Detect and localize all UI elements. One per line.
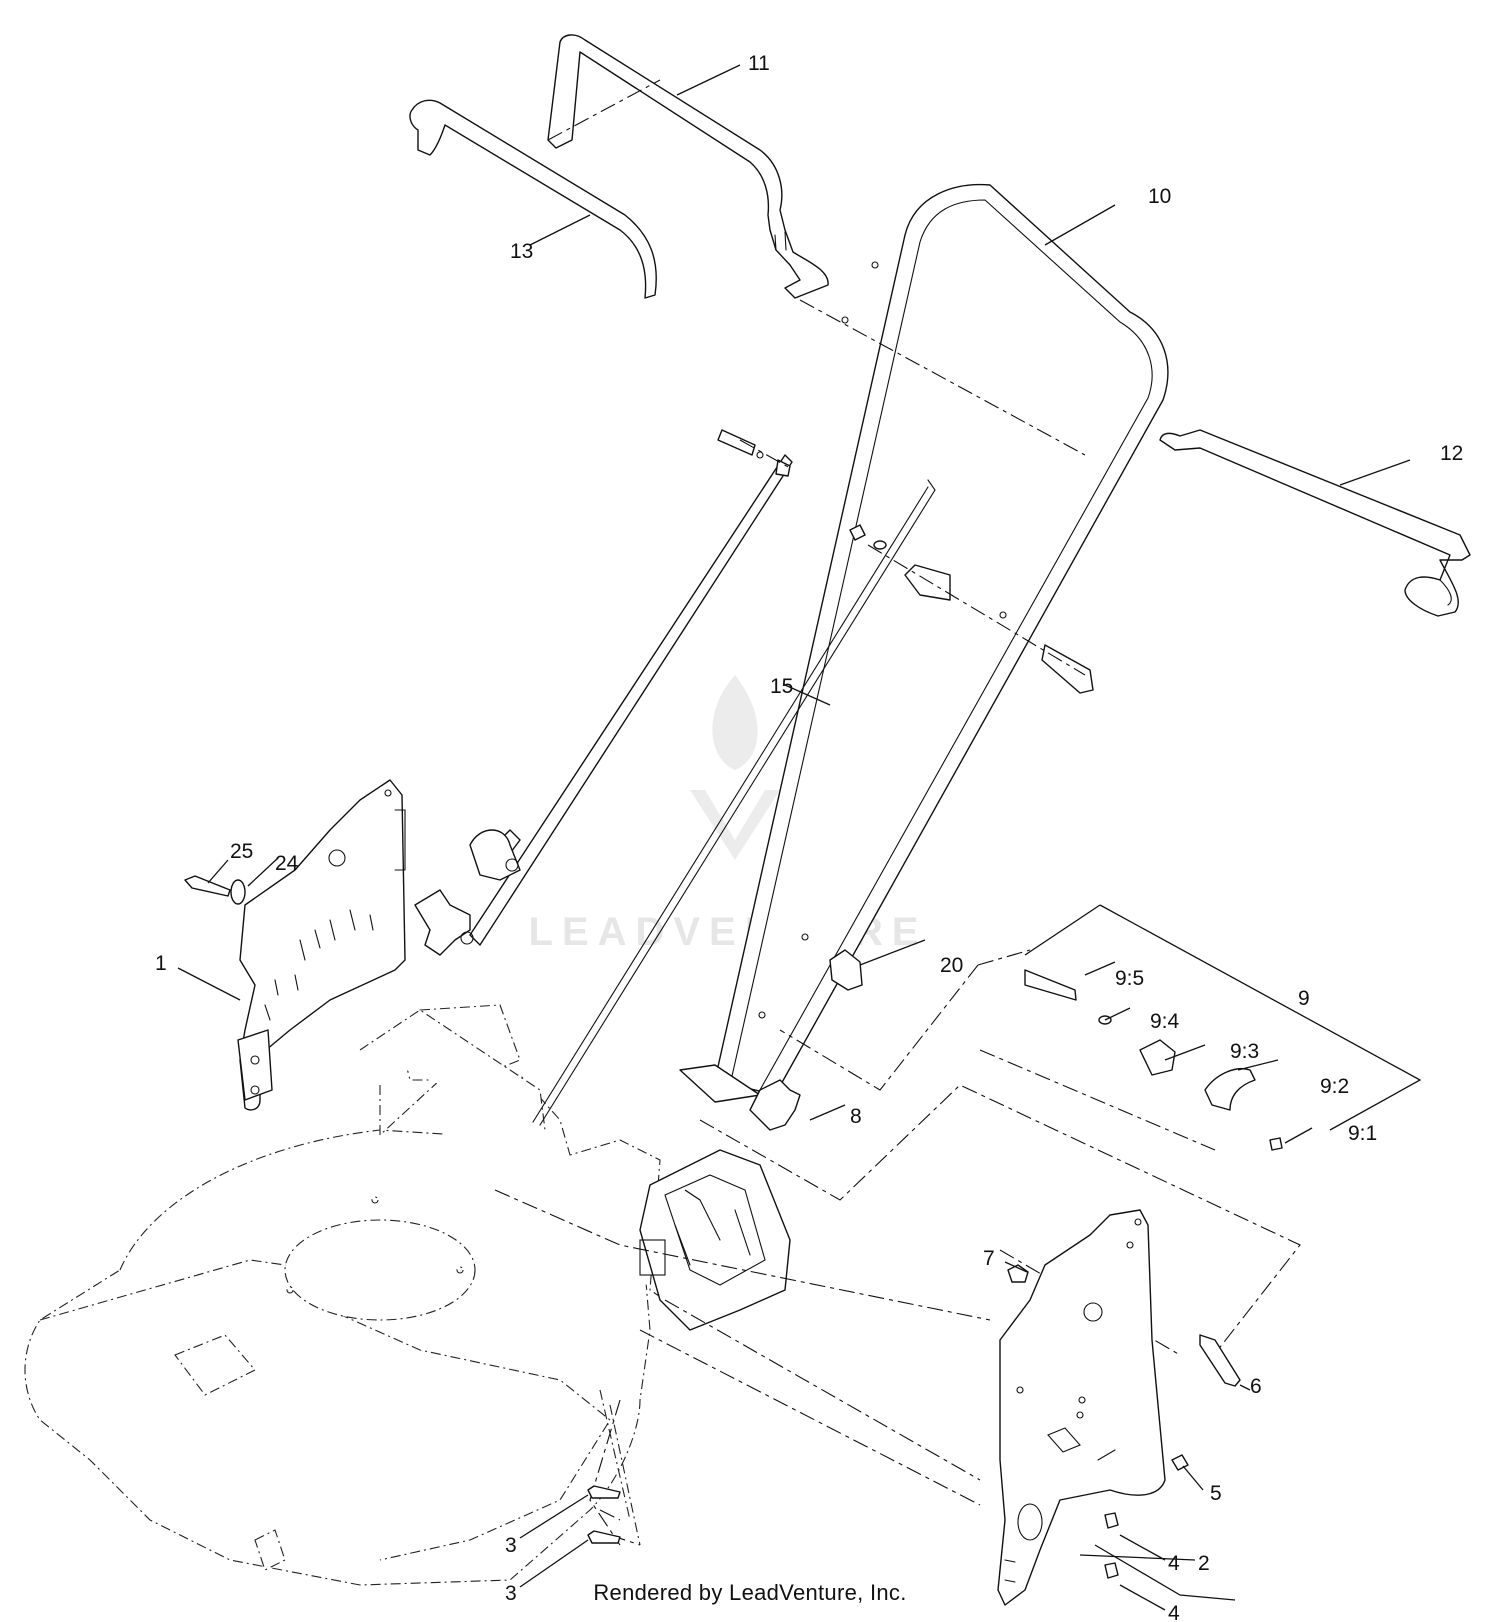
callout-9-4: 9:4	[1150, 1010, 1180, 1033]
callout-11: 11	[748, 52, 770, 75]
left-handle-rod	[414, 454, 793, 956]
callout-9-2: 9:2	[1320, 1075, 1349, 1098]
callout-20: 20	[940, 954, 963, 977]
callout-4b: 4	[1168, 1602, 1180, 1622]
handle-grip	[409, 99, 657, 299]
callout-2: 2	[1198, 1552, 1210, 1575]
callout-12: 12	[1440, 442, 1463, 465]
bolt-and-washer	[184, 875, 246, 905]
callout-9-3: 9:3	[1230, 1040, 1259, 1063]
flame-logo-icon	[712, 675, 758, 770]
handle-clip	[717, 429, 791, 477]
callout-25: 25	[230, 840, 253, 863]
rivets	[587, 1485, 621, 1544]
left-side-plate	[237, 779, 406, 1111]
footer-credit: Rendered by LeadVenture, Inc.	[593, 1580, 907, 1605]
callout-9: 9	[1298, 987, 1310, 1010]
v-logo-icon	[690, 790, 780, 860]
callout-3a: 3	[505, 1534, 517, 1557]
callout-13: 13	[510, 240, 533, 263]
kit-9-bracket	[1024, 904, 1422, 1131]
main-handle	[714, 183, 1169, 1096]
callout-9-1: 9:1	[1348, 1122, 1377, 1145]
callout-4a: 4	[1168, 1552, 1180, 1575]
callout-1: 1	[155, 952, 167, 975]
callout-24: 24	[275, 852, 299, 875]
handle-knob-8	[749, 1079, 801, 1131]
height-adjust-kit	[1024, 969, 1283, 1151]
callout-5: 5	[1210, 1482, 1222, 1505]
drive-bail-bar	[1159, 429, 1471, 617]
callout-15: 15	[770, 675, 793, 698]
callout-6: 6	[1250, 1375, 1262, 1398]
upper-bail-bar	[547, 34, 829, 299]
callout-8: 8	[850, 1105, 862, 1128]
mower-deck-phantom	[24, 1004, 681, 1586]
assembly-lines	[494, 79, 1301, 1546]
spacer-20	[829, 949, 863, 991]
callouts: 1 2 3 3 4 4 5 6 7 8 9 9:1 9:2 9:3 9:4 9:…	[155, 52, 1463, 1622]
leader-lines	[177, 64, 1411, 1611]
callout-3b: 3	[505, 1582, 517, 1605]
right-side-plate	[997, 1209, 1166, 1606]
callout-9-5: 9:5	[1115, 967, 1144, 990]
callout-10: 10	[1148, 185, 1171, 208]
control-cable	[532, 479, 936, 1126]
callout-7: 7	[983, 1247, 995, 1270]
rear-axle-bracket	[639, 1149, 791, 1331]
